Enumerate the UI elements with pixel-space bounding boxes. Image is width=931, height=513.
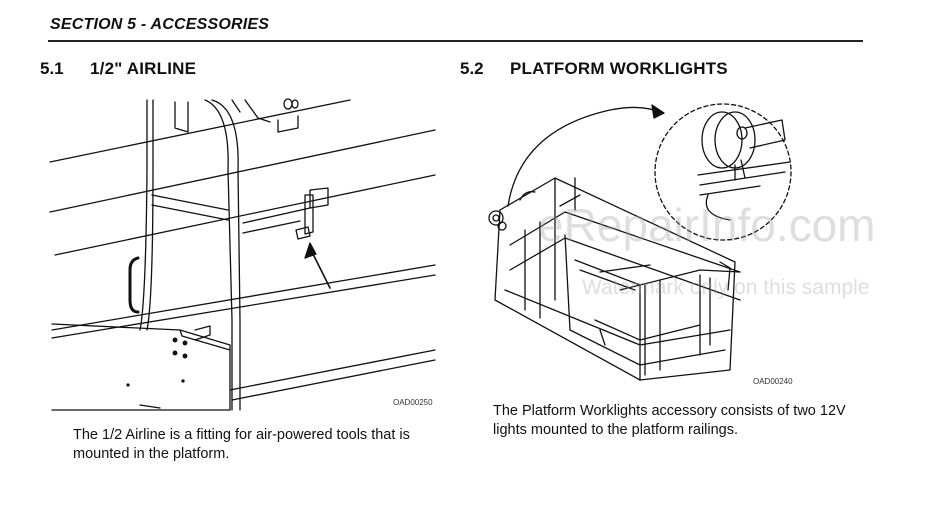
figure-code-worklights: OAD00240	[753, 377, 793, 386]
section-5-1-number: 5.1	[40, 59, 64, 78]
airline-description: The 1/2 Airline is a fitting for air-pow…	[73, 427, 410, 462]
section-5-2-title: PLATFORM WORKLIGHTS	[510, 59, 728, 78]
worklights-description: The Platform Worklights accessory consis…	[493, 403, 846, 438]
figure-code-airline: OAD00250	[393, 398, 433, 407]
section-5-1-title: 1/2" AIRLINE	[90, 59, 197, 78]
section-header: SECTION 5 - ACCESSORIES	[50, 16, 270, 33]
section-5-2-number: 5.2	[460, 59, 484, 78]
header-rule	[48, 40, 863, 42]
